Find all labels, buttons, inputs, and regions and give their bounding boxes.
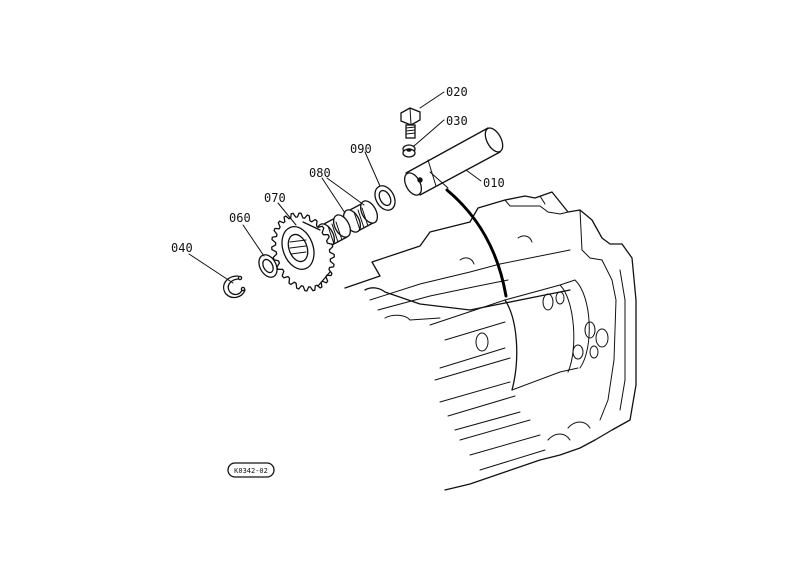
gear-070 [271,212,335,292]
circlip-040 [223,275,246,299]
label-040: 040 [171,241,193,255]
drawing-reference: K0342-02 [234,467,268,475]
shaft-010 [403,127,504,196]
needle-bearing-080 [316,200,379,247]
drawing-reference-badge: K0342-02 [227,462,275,478]
leader-lines [188,91,482,284]
label-020: 020 [446,85,468,99]
label-030: 030 [446,114,468,128]
housing [344,191,637,491]
label-070: 070 [264,191,286,205]
bolt-020 [400,107,421,139]
washer-030 [402,144,416,158]
collar-090 [374,185,396,211]
label-010: 010 [483,176,505,190]
label-060: 060 [229,211,251,225]
part-labels: 020 030 010 090 080 070 060 040 [171,85,505,255]
label-090: 090 [350,142,372,156]
shaft-position-leader [445,188,508,298]
label-080: 080 [309,166,331,180]
thrust-washer-060 [258,254,278,278]
